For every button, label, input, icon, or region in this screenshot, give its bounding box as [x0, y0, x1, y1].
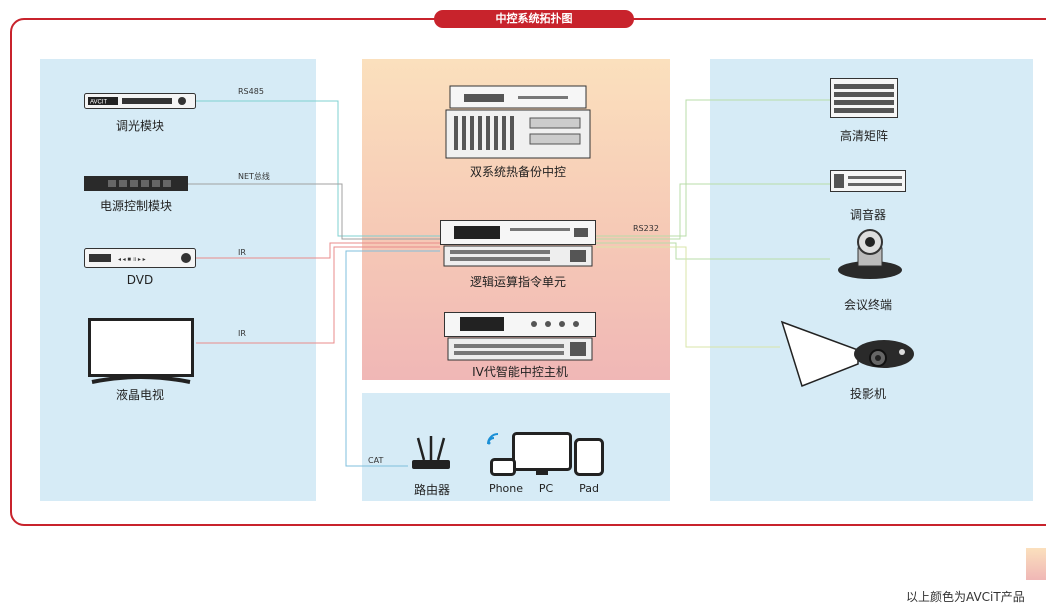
- diagram-title: 中控系统拓扑图: [434, 10, 634, 28]
- controller-host-icon: [444, 312, 596, 361]
- wifi-icon: [487, 433, 499, 445]
- phone-icon: [490, 458, 516, 476]
- legend-swatch: [1026, 548, 1046, 580]
- wire-label-rs485: RS485: [238, 87, 264, 96]
- logic-unit-icon: [440, 220, 596, 267]
- wire-label-cat: CAT: [368, 456, 384, 465]
- device-label-dvd: DVD: [126, 273, 154, 287]
- device-label-controller-host: IV代智能中控主机: [472, 365, 568, 379]
- client-label-pad: Pad: [579, 482, 599, 495]
- pc-monitor-icon: [512, 432, 572, 475]
- device-label-power: 电源控制模块: [99, 199, 172, 213]
- device-label-dual-backup: 双系统热备份中控: [469, 165, 566, 179]
- rs232-wire-terminal: [596, 242, 830, 260]
- device-label-router: 路由器: [413, 483, 450, 497]
- ir-wire-dvd: [196, 242, 440, 259]
- wire-label-net: NET总线: [238, 172, 270, 181]
- router-icon: [412, 436, 450, 469]
- rs485-wire: [196, 100, 440, 237]
- ir-wire-tv: [196, 246, 440, 344]
- net-bus-wire: [188, 183, 440, 240]
- rs232-wire-mixer: [596, 183, 830, 240]
- device-label-projector: 投影机: [849, 387, 886, 401]
- dimmer-brand: AVCIT: [90, 100, 108, 106]
- wire-label-ir-dvd: IR: [238, 248, 246, 257]
- conference-camera-icon: [838, 229, 902, 279]
- right-panel: [710, 59, 1033, 501]
- cat-wire: [345, 250, 440, 467]
- wire-label-ir-tv: IR: [238, 329, 246, 338]
- lcd-tv-icon: [88, 318, 194, 384]
- left-panel: [40, 59, 316, 501]
- dimmer-icon: AVCIT: [84, 93, 196, 109]
- device-label-conference: 会议终端: [843, 298, 892, 312]
- projector-icon: [780, 320, 914, 387]
- client-label-phone: Phone: [488, 482, 524, 495]
- audio-mixer-icon: [830, 170, 906, 192]
- device-label-hd-matrix: 高清矩阵: [839, 129, 888, 143]
- device-label-tv: 液晶电视: [115, 388, 164, 402]
- rs232-wire-projector: [596, 246, 780, 348]
- device-label-logic-unit: 逻辑运算指令单元: [469, 275, 566, 289]
- svg-text:◂ ◂ ■ ॥ ▸ ▸: ◂ ◂ ■ ॥ ▸ ▸: [118, 257, 146, 263]
- dual-backup-controller-icon: [445, 85, 591, 159]
- power-module-icon: [84, 176, 188, 191]
- rs232-wire-matrix: [596, 99, 830, 237]
- wire-label-rs232: RS232: [633, 224, 659, 233]
- device-label-dimmer: 调光模块: [115, 119, 164, 133]
- hd-matrix-icon: [830, 78, 898, 118]
- legend-text: 以上颜色为AVCiT产品: [906, 590, 1025, 604]
- dvd-player-icon: ◂ ◂ ■ ॥ ▸ ▸: [84, 248, 196, 268]
- client-label-pc: PC: [538, 482, 554, 495]
- device-label-mixer: 调音器: [849, 208, 886, 222]
- pad-icon: [574, 438, 604, 476]
